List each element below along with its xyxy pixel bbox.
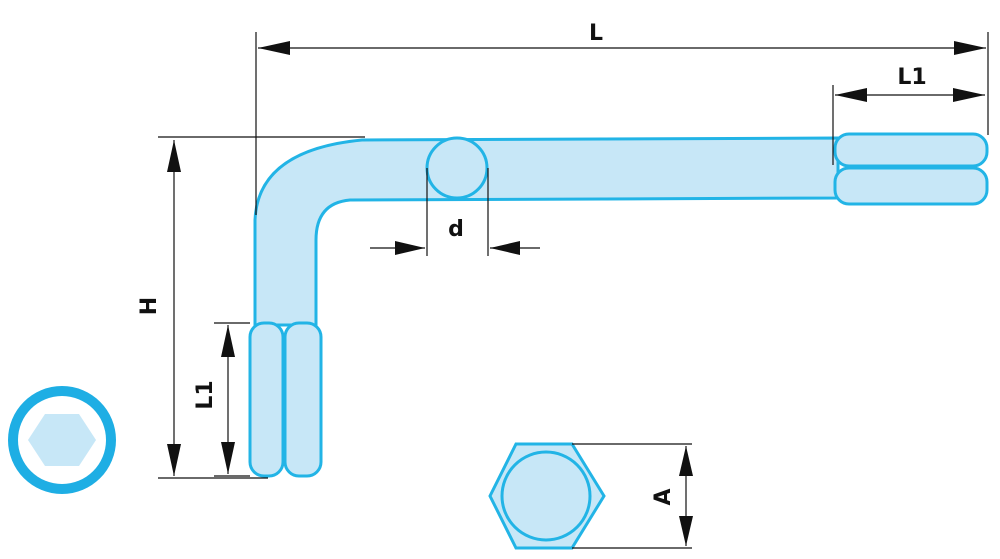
short-arm-facet-left bbox=[248, 321, 285, 478]
hex-end-view: A bbox=[488, 442, 693, 550]
hex-end-inscribed-circle bbox=[500, 450, 592, 542]
dimension-tip-length-left: L1 bbox=[193, 322, 250, 477]
height-label: H bbox=[137, 297, 162, 315]
key-bend-outline bbox=[253, 136, 840, 327]
hex-key-body bbox=[248, 132, 989, 478]
long-arm-facet-bottom bbox=[833, 166, 989, 206]
diameter-label: d bbox=[448, 217, 464, 242]
short-arm-facet-right bbox=[283, 321, 323, 478]
long-arm-facet-top bbox=[833, 132, 989, 168]
dimension-diameter: d bbox=[370, 168, 540, 256]
dimension-length: L bbox=[255, 21, 989, 215]
dimension-height: H bbox=[137, 136, 365, 479]
dimension-tip-length-top: L1 bbox=[832, 65, 985, 165]
tip-length-top-label: L1 bbox=[897, 65, 926, 90]
length-label: L bbox=[589, 21, 603, 46]
hexagon-socket-icon bbox=[8, 386, 116, 494]
tip-length-left-label: L1 bbox=[193, 380, 218, 409]
across-flats-label: A bbox=[651, 488, 676, 505]
shaft-cross-section bbox=[425, 136, 489, 200]
